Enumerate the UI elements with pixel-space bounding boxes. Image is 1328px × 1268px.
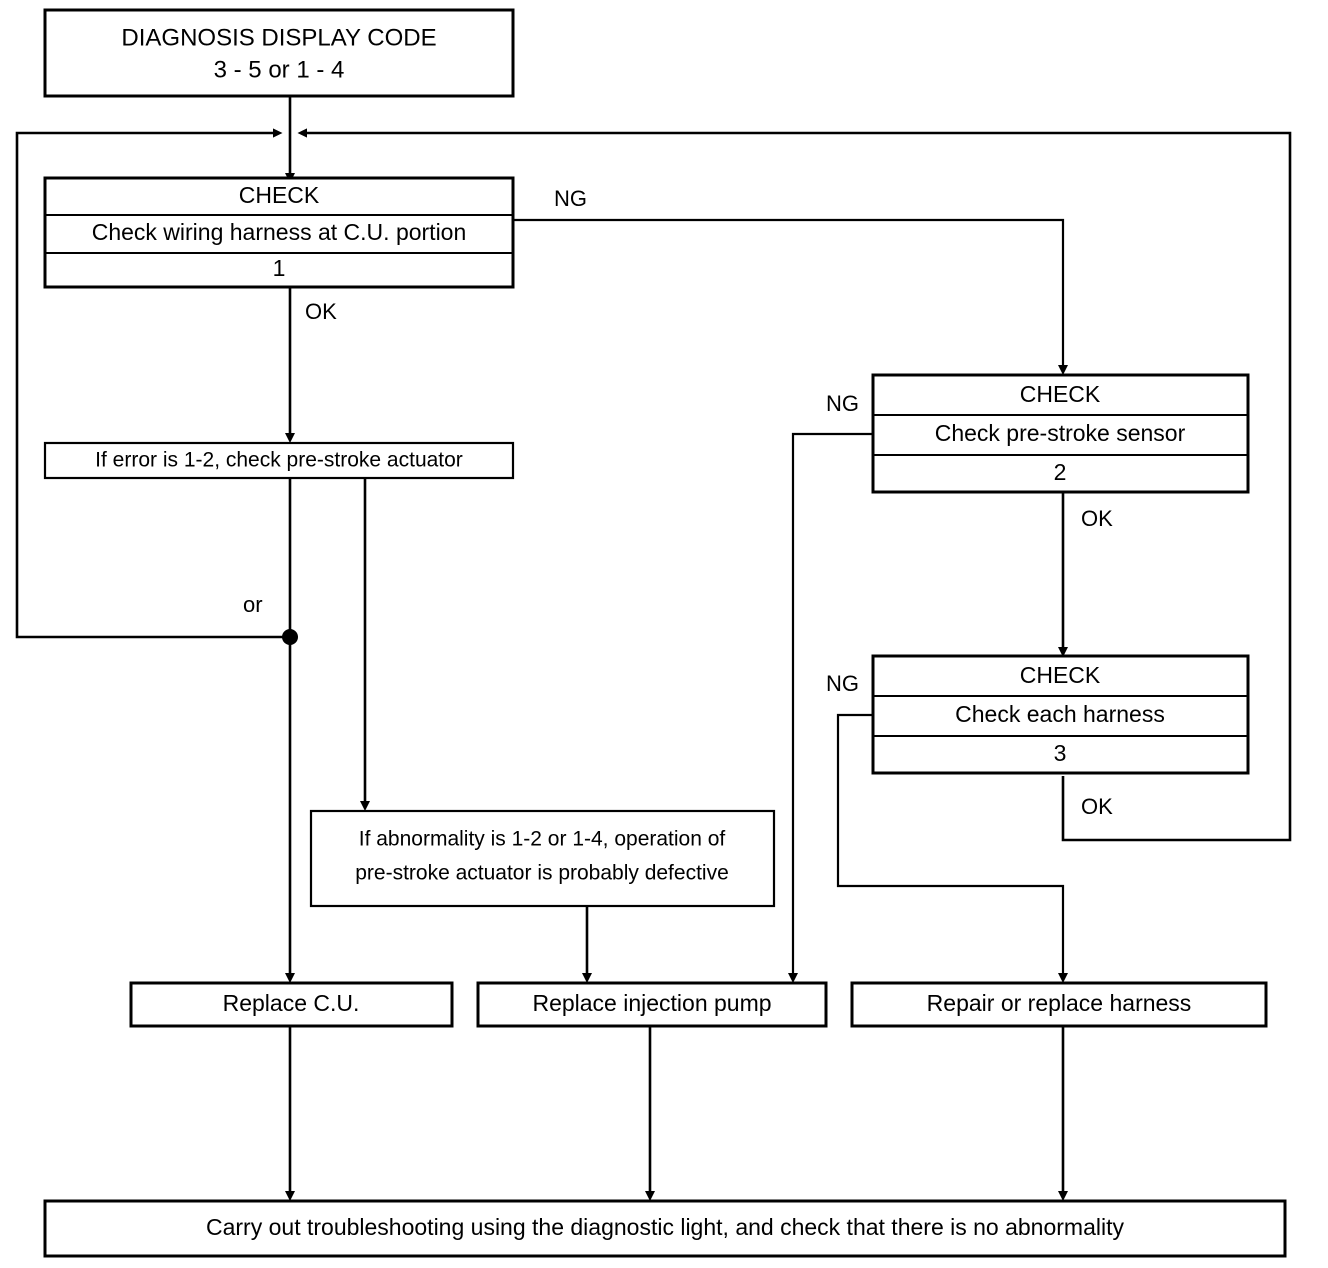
edge-left-feedback-loop (15, 128, 290, 639)
node-replace-cu: Replace C.U. (129, 981, 454, 1028)
node-note-abnormality: If abnormality is 1-2 or 1-4, operation … (309, 809, 776, 908)
node-check3-body: Check each harness (955, 701, 1165, 727)
edge-label-check1-ng: NG (554, 186, 587, 211)
edge-label-check3-ng: NG (826, 671, 859, 696)
edge-label-check2-ok: OK (1081, 506, 1113, 531)
node-start: DIAGNOSIS DISPLAY CODE 3 - 5 or 1 - 4 (43, 8, 515, 98)
edge-check2-ng-to-replace-pump (788, 432, 873, 983)
or-junction-dot (282, 629, 298, 645)
node-note-abnormality-line1: If abnormality is 1-2 or 1-4, operation … (359, 828, 726, 851)
node-check2: CHECK Check pre-stroke sensor 2 (871, 373, 1250, 494)
node-start-line1: DIAGNOSIS DISPLAY CODE (121, 24, 436, 51)
node-replace-pump: Replace injection pump (476, 981, 828, 1028)
node-note-error: If error is 1-2, check pre-stroke actuat… (43, 441, 515, 480)
node-check1-header: CHECK (239, 182, 320, 208)
node-final-text: Carry out troubleshooting using the diag… (206, 1214, 1124, 1240)
node-final: Carry out troubleshooting using the diag… (43, 1199, 1287, 1258)
edge-label-check3-ok: OK (1081, 794, 1113, 819)
node-start-line2: 3 - 5 or 1 - 4 (214, 56, 345, 83)
node-check1-number: 1 (273, 255, 286, 281)
edge-right-feedback-loop (297, 128, 1292, 842)
node-check1: CHECK Check wiring harness at C.U. porti… (43, 176, 515, 289)
node-check3: CHECK Check each harness 3 (871, 654, 1250, 775)
node-check2-body: Check pre-stroke sensor (935, 420, 1186, 446)
node-note-abnormality-line2: pre-stroke actuator is probably defectiv… (355, 862, 729, 885)
node-replace-cu-text: Replace C.U. (223, 990, 360, 1016)
node-check2-number: 2 (1054, 459, 1067, 485)
node-repair-harness: Repair or replace harness (850, 981, 1268, 1028)
edge-label-or-junction: or (243, 592, 263, 617)
node-check1-body: Check wiring harness at C.U. portion (92, 219, 467, 245)
edge-label-check2-ng: NG (826, 391, 859, 416)
node-check3-number: 3 (1054, 740, 1067, 766)
edge-label-check1-ok: OK (305, 299, 337, 324)
edge-check1-ng-to-check2 (513, 218, 1068, 375)
edge-check3-ng-to-repair-harness (836, 713, 1068, 983)
node-note-error-text: If error is 1-2, check pre-stroke actuat… (95, 449, 463, 472)
node-check3-header: CHECK (1020, 662, 1101, 688)
node-check2-header: CHECK (1020, 381, 1101, 407)
node-repair-harness-text: Repair or replace harness (927, 990, 1192, 1016)
node-replace-pump-text: Replace injection pump (532, 990, 771, 1016)
